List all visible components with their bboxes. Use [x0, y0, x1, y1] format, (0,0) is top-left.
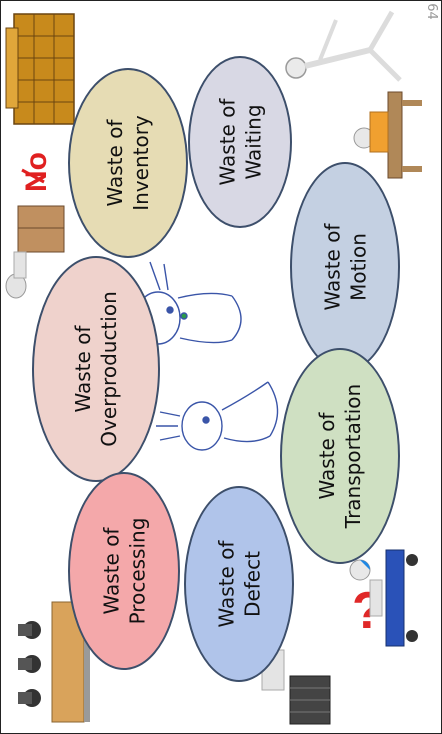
waste-waiting-line1: Waste of — [214, 99, 240, 186]
waste-motion-oval: Waste of Motion — [290, 162, 400, 372]
worker-with-trolley-icon: ? — [350, 550, 418, 646]
stacked-boxes-icon — [6, 14, 74, 124]
waste-waiting-oval: Waste of Waiting — [188, 56, 292, 228]
waste-processing-line1: Waste of — [98, 518, 124, 625]
waste-defect-line1: Waste of — [213, 541, 239, 628]
waste-inventory-oval: Waste of Inventory — [68, 68, 188, 258]
waste-processing-line2: Processing — [124, 518, 150, 625]
walking-stick-figure-icon — [156, 382, 278, 450]
waste-transportation-line1: Waste of — [314, 384, 340, 528]
waste-waiting-line2: Waiting — [240, 99, 266, 186]
waste-overproduction-oval: Waste of Overproduction — [32, 256, 160, 482]
waste-defect-line2: Defect — [239, 541, 265, 628]
waste-overproduction-line2: Overproduction — [96, 291, 122, 447]
waste-inventory-line2: Inventory — [128, 115, 154, 211]
person-at-desk-icon — [354, 92, 422, 178]
no-sign-icon: No — [20, 152, 53, 192]
waste-defect-oval: Waste of Defect — [184, 486, 294, 682]
waste-motion-line1: Waste of — [319, 224, 345, 311]
waste-transportation-oval: Waste of Transportation — [280, 348, 400, 564]
waste-transportation-line2: Transportation — [340, 384, 366, 528]
waste-overproduction-line1: Waste of — [70, 291, 96, 447]
reaching-figure-icon — [286, 12, 400, 80]
waste-inventory-line1: Waste of — [102, 115, 128, 211]
waste-motion-line2: Motion — [345, 224, 371, 311]
waste-processing-oval: Waste of Processing — [68, 472, 180, 670]
